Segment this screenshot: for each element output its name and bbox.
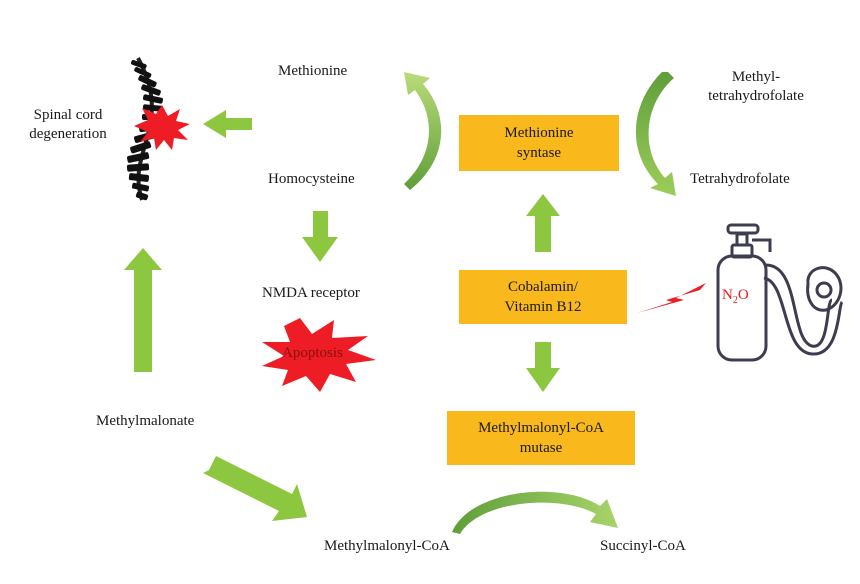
- red-burst-icon: [134, 105, 190, 150]
- curve-mmcoa-succinyl: [452, 491, 618, 534]
- n2o-label: N2O: [722, 286, 749, 310]
- spinal-line1: Spinal cord: [33, 107, 103, 123]
- mutase-line2: mutase: [519, 440, 563, 456]
- gas-cylinder-icon: [716, 223, 844, 362]
- cobalamin-line1: Cobalamin/: [507, 279, 578, 295]
- cobalamin-box: Cobalamin/ Vitamin B12: [459, 270, 627, 324]
- mutase-line1: Methylmalonyl-CoA: [478, 420, 604, 436]
- curve-homocysteine-methionine: [404, 72, 442, 190]
- oxygen-mask-icon: [806, 266, 843, 312]
- cobalamin-line2: Vitamin B12: [504, 299, 582, 315]
- arrow-to-spine: [203, 110, 252, 138]
- arrow-up-methylmalonate: [124, 248, 162, 372]
- arrow-down-nmda: [302, 211, 338, 262]
- methyl-thf-line2: tetrahydrofolate: [708, 88, 804, 104]
- n2o-sub: 2: [732, 295, 738, 306]
- thf-label: Tetrahydrofolate: [690, 171, 790, 187]
- succinyl-coa-label: Succinyl-CoA: [600, 538, 686, 554]
- methionine-synthase-box: Methionine syntase: [459, 115, 619, 171]
- synthase-line2: syntase: [516, 145, 562, 161]
- apoptosis-burst-icon: [262, 318, 376, 392]
- arrow-up-synthase: [526, 194, 560, 252]
- methyl-thf-line1: Methyl-: [731, 69, 781, 85]
- methylmalonyl-coa-label: Methylmalonyl-CoA: [324, 538, 450, 554]
- spinal-cord-label: Spinal cord degeneration: [14, 106, 122, 144]
- arrow-diagonal-mmcoa: [203, 456, 307, 521]
- n2o-main: N: [722, 287, 733, 303]
- arrow-down-mutase: [526, 342, 560, 392]
- methionine-label: Methionine: [278, 63, 348, 79]
- nmda-label: NMDA receptor: [262, 285, 360, 301]
- n2o-tail: O: [737, 287, 749, 303]
- synthase-line1: Methionine: [504, 125, 574, 141]
- homocysteine-label: Homocysteine: [268, 171, 355, 187]
- spinal-line2: degeneration: [29, 126, 107, 142]
- methylmalonate-label: Methylmalonate: [96, 413, 195, 429]
- curve-methylthf-thf: [635, 72, 676, 196]
- apoptosis-label: Apoptosis: [282, 345, 343, 361]
- methyl-thf-label: Methyl- tetrahydrofolate: [690, 68, 822, 106]
- mutase-box: Methylmalonyl-CoA mutase: [447, 411, 635, 465]
- lightning-bolt-icon: [637, 283, 706, 313]
